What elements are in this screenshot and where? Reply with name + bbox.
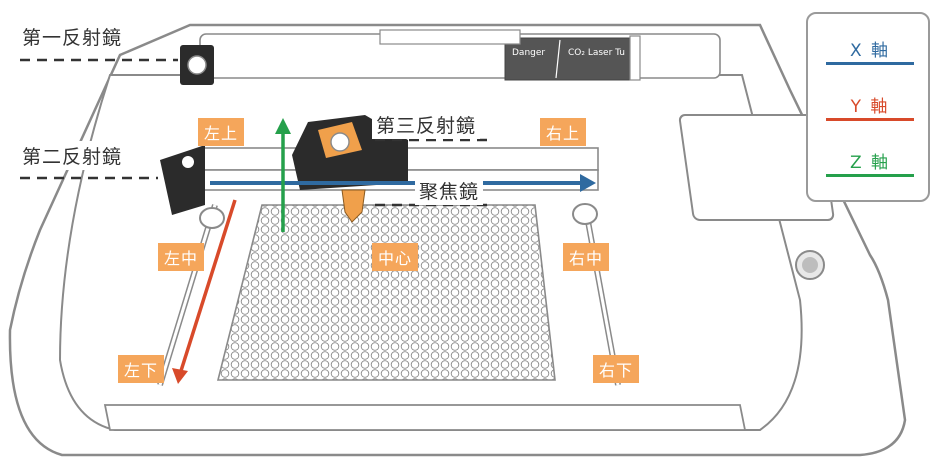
legend-y: Y 軸 (826, 92, 914, 132)
badge-bottom-left: 左下 (118, 355, 165, 383)
axis-legend: X 軸 Y 軸 Z 軸 (806, 12, 930, 202)
badge-mid-right: 右中 (563, 243, 610, 271)
tube-co2-text: CO₂ Laser Tu (568, 48, 625, 58)
legend-x-label: X 軸 (849, 41, 891, 61)
badge-top-right: 右上 (540, 118, 587, 146)
badge-bottom-right: 右下 (593, 355, 640, 383)
badge-center: 中心 (372, 243, 419, 271)
legend-z: Z 軸 (826, 148, 914, 188)
focus-lens-label: 聚焦鏡 (415, 176, 484, 205)
y-axis-arrow (178, 199, 237, 375)
legend-z-label: Z 軸 (849, 153, 891, 173)
legend-x: X 軸 (826, 36, 914, 76)
mirror1-mount (180, 45, 214, 85)
honeycomb-bed (216, 204, 556, 381)
mirror2-label: 第二反射鏡 (18, 141, 127, 170)
tube-danger-text: Danger (512, 48, 545, 58)
legend-y-label: Y 軸 (850, 97, 890, 117)
badge-mid-left: 左中 (158, 243, 205, 271)
legend-z-line (826, 174, 914, 177)
mirror1-label: 第一反射鏡 (18, 22, 127, 51)
front-lip (103, 404, 747, 431)
legend-y-line (826, 118, 914, 121)
mirror3-label: 第三反射鏡 (372, 110, 481, 139)
mirror2-mount (160, 145, 205, 215)
badge-top-left: 左上 (198, 118, 245, 146)
laser-tube: Danger CO₂ Laser Tu (199, 29, 721, 81)
legend-x-line (826, 62, 914, 65)
